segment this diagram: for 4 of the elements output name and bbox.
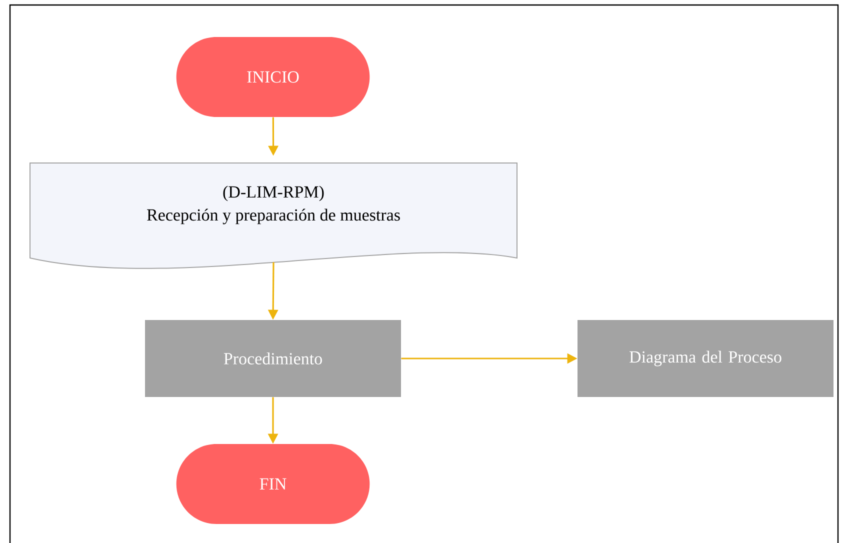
terminal-pill: FIN [176, 444, 370, 524]
process-box: Diagrama del Proceso [578, 320, 834, 397]
process-box: Procedimiento [145, 320, 401, 397]
terminal-pill: INICIO [176, 37, 370, 117]
